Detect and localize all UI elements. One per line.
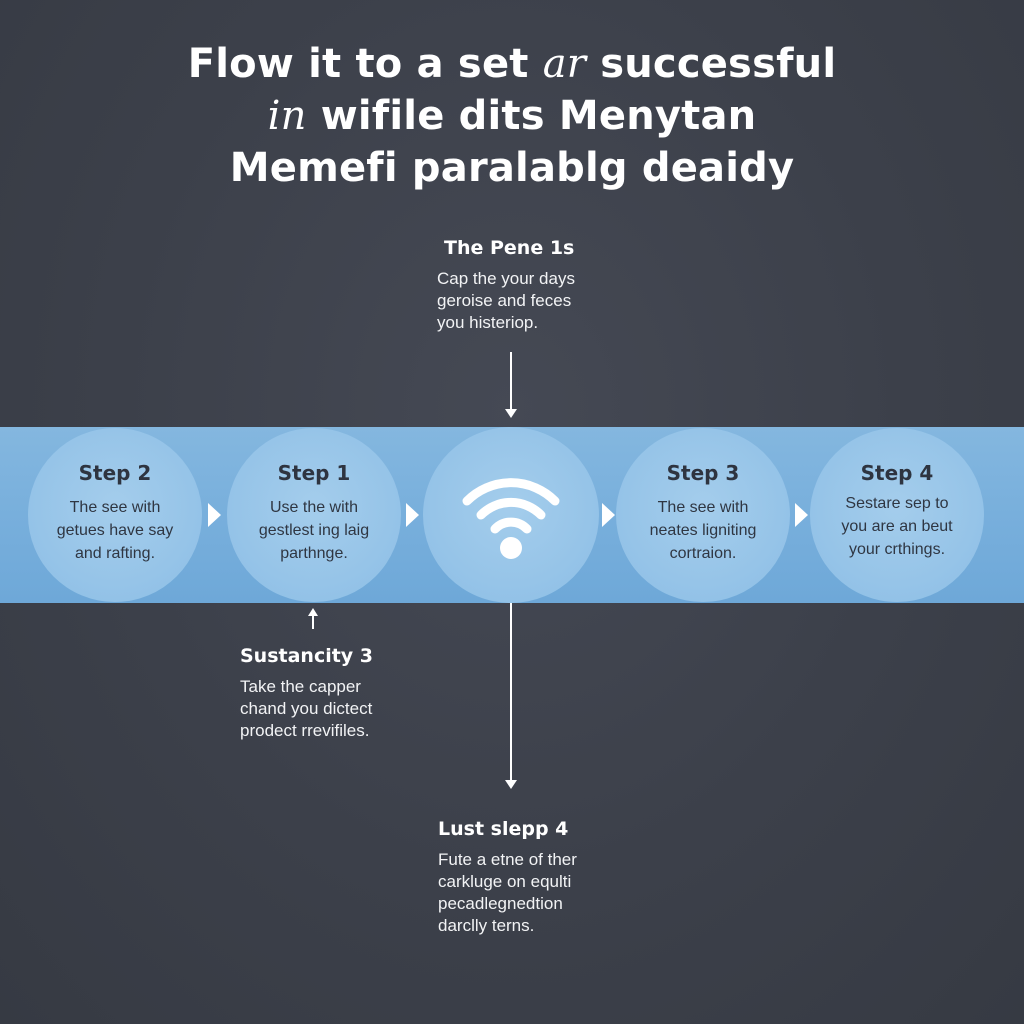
step-title: Step 3 [666, 461, 740, 485]
step-line: your crthings. [848, 541, 946, 558]
step-line: The see with [657, 499, 749, 516]
step-line: Use the with [269, 499, 359, 516]
page-title: Flow it to a set ar successful in wifile… [0, 38, 1024, 194]
callout-bottom-line: pecadlegnedtion [438, 894, 563, 913]
arrow-down-icon [505, 780, 517, 789]
callout-middle-line: chand you dictect [240, 699, 373, 718]
callout-bottom-line: Fute a etne of ther [438, 850, 577, 869]
connector-top-line [510, 352, 512, 410]
step-line: Sestare sep to [845, 495, 949, 512]
step-title: Step 2 [78, 461, 152, 485]
step-circle-step-3: Step 3 The see with neates ligniting cor… [616, 428, 790, 602]
callout-top-line: geroise and feces [437, 291, 572, 310]
step-body: The see with getues have say and rafting… [28, 496, 202, 565]
step-title: Step 4 [860, 461, 934, 485]
callout-top: The Pene 1s Cap the your days geroise an… [437, 236, 657, 334]
callout-bottom-title: Lust slepp 4 [438, 818, 569, 840]
step-body: The see with neates ligniting cortraion. [616, 496, 790, 565]
chevron-right-icon [795, 503, 808, 527]
step-body: Sestare sep to you are an beut your crth… [810, 492, 984, 561]
step-line: neates ligniting [649, 522, 757, 539]
title-line-1-end: successful [586, 41, 837, 87]
callout-bottom-line: carkluge on equlti [438, 872, 572, 891]
wifi-icon [462, 478, 560, 559]
title-line-2-end: wifile dits Menytan [306, 93, 757, 139]
step-title: Step 1 [277, 461, 351, 485]
callout-middle-line: prodect rrevifiles. [240, 721, 370, 740]
step-line: you are an beut [841, 518, 953, 535]
callout-middle: Sustancity 3 Take the capper chand you d… [240, 644, 460, 742]
arrow-down-icon [505, 409, 517, 418]
step-line: getues have say [56, 522, 174, 539]
step-line: gestlest ing laig [258, 522, 370, 539]
step-line: and rafting. [74, 545, 156, 562]
step-body: Use the with gestlest ing laig parthnge. [227, 496, 401, 565]
step-circle-step-2: Step 2 The see with getues have say and … [28, 428, 202, 602]
callout-middle-title: Sustancity 3 [240, 645, 374, 667]
title-line-2-italic: in [267, 93, 307, 139]
title-line-1-start: Flow it to a set [187, 41, 543, 87]
step-circle-step-4: Step 4 Sestare sep to you are an beut yo… [810, 428, 984, 602]
callout-bottom: Lust slepp 4 Fute a etne of ther carklug… [438, 817, 678, 937]
step-line: cortraion. [669, 545, 737, 562]
title-line-1-italic: ar [542, 41, 587, 87]
step-circle-wifi [423, 427, 599, 603]
connector-mid-line [312, 615, 314, 629]
callout-bottom-line: darclly terns. [438, 916, 535, 935]
title-line-1: Flow it to a set ar successful [0, 38, 1024, 90]
callout-middle-line: Take the capper [240, 677, 361, 696]
chevron-right-icon [406, 503, 419, 527]
step-circle-step-1: Step 1 Use the with gestlest ing laig pa… [227, 428, 401, 602]
chevron-right-icon [208, 503, 221, 527]
callout-top-line: Cap the your days [437, 269, 575, 288]
chevron-right-icon [602, 503, 615, 527]
callout-top-line: you histeriop. [437, 313, 539, 332]
title-line-2: in wifile dits Menytan [0, 90, 1024, 142]
step-line: parthnge. [280, 545, 348, 562]
arrow-up-icon [308, 608, 318, 616]
title-line-3: Memefi paralablg deaidy [229, 145, 795, 191]
callout-top-title: The Pene 1s [444, 237, 575, 259]
step-line: The see with [69, 499, 161, 516]
connector-bottom-line [510, 603, 512, 781]
